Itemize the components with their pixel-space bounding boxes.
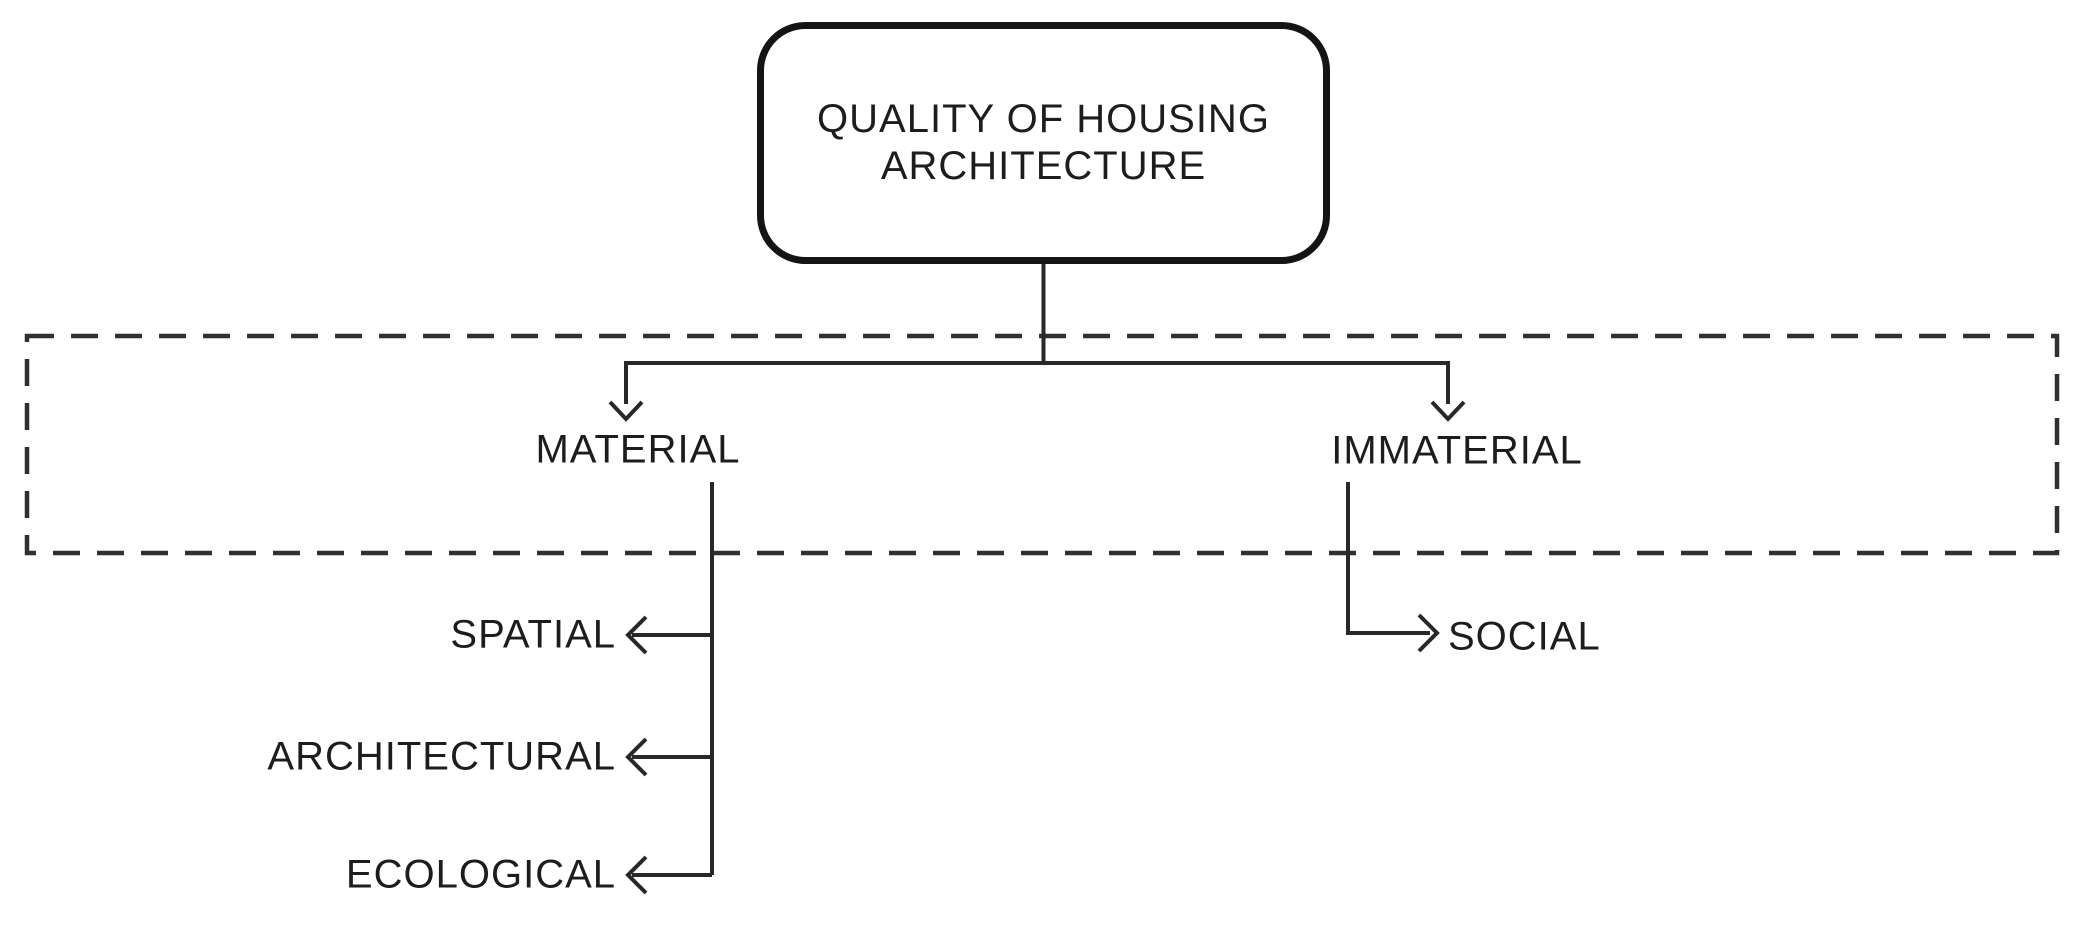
node-architectural: ARCHITECTURAL	[267, 734, 616, 779]
arrow-right-social-icon	[1417, 613, 1440, 653]
immaterial-elbow-line	[1346, 482, 1430, 635]
node-ecological: ECOLOGICAL	[345, 852, 616, 897]
root-title-line2: ARCHITECTURE	[880, 144, 1207, 188]
arrow-left-spatial-icon	[625, 615, 648, 655]
arrow-down-material-icon	[608, 400, 644, 422]
branch-connector-line	[624, 361, 1450, 404]
arrow-down-immaterial-icon	[1430, 400, 1466, 422]
arrow-left-ecological-icon	[625, 855, 648, 895]
root-title-line1: QUALITY OF HOUSING	[817, 96, 1270, 141]
root-box-outline	[757, 22, 1330, 264]
node-social: SOCIAL	[1448, 614, 1601, 659]
node-material: MATERIAL	[535, 427, 741, 472]
arrow-left-architectural-icon	[625, 737, 648, 777]
node-immaterial: IMMATERIAL	[1331, 428, 1583, 473]
dashed-group-box	[24, 333, 2060, 556]
node-spatial: SPATIAL	[450, 612, 616, 657]
root-node-quality-of-housing: QUALITY OF HOUSING ARCHITECTURE	[757, 22, 1330, 264]
